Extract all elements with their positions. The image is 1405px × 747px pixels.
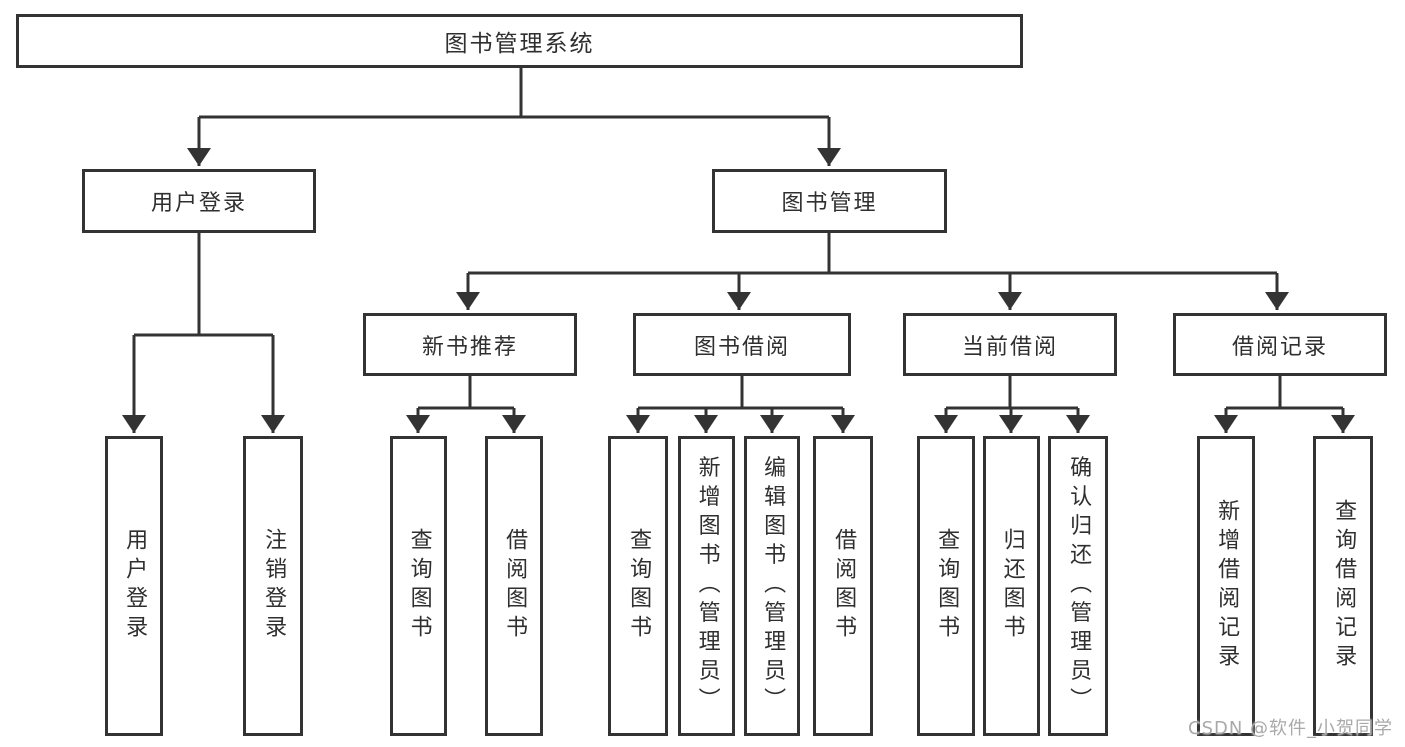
connector-book-management <box>456 233 1289 310</box>
connector-current-borrowing <box>934 376 1090 433</box>
connector-new-book-recommend <box>406 376 526 433</box>
leaf-confirm-return-admin: 确认归还（管理员） <box>1048 436 1108 736</box>
node-label: 图书管理系统 <box>444 31 595 57</box>
leaf-label: 确认归还（管理员） <box>1066 455 1092 717</box>
connector-borrowing-records <box>1214 376 1355 433</box>
node-label: 当前借阅 <box>961 334 1058 360</box>
node-current-borrowing: 当前借阅 <box>903 313 1117 376</box>
leaf-label: 借阅图书 <box>502 528 528 644</box>
leaf-label: 新增借阅记录 <box>1214 499 1240 673</box>
node-label: 图书借阅 <box>693 334 790 360</box>
leaf-add-books-admin: 新增图书（管理员） <box>678 436 735 736</box>
node-label: 图书管理 <box>781 191 878 216</box>
leaf-add-borrow-record: 新增借阅记录 <box>1197 436 1255 736</box>
node-borrowing-records: 借阅记录 <box>1173 313 1387 376</box>
connector-root <box>187 68 841 166</box>
node-label: 用户登录 <box>150 191 247 216</box>
leaf-label: 查询图书 <box>934 528 960 644</box>
leaf-query-borrow-record: 查询借阅记录 <box>1313 436 1373 736</box>
leaf-logout: 注销登录 <box>243 436 303 736</box>
leaf-borrow-books-under-recommend: 借阅图书 <box>485 436 543 736</box>
leaf-user-login: 用户登录 <box>105 436 163 736</box>
node-label: 新书推荐 <box>421 334 518 360</box>
leaf-label: 查询图书 <box>406 528 432 644</box>
node-new-book-recommend: 新书推荐 <box>363 313 577 376</box>
leaf-label: 新增图书（管理员） <box>694 455 720 717</box>
leaf-query-books-under-current: 查询图书 <box>917 436 975 736</box>
leaf-label: 归还图书 <box>999 528 1025 644</box>
node-root-library-management-system: 图书管理系统 <box>16 14 1023 68</box>
node-book-borrowing: 图书借阅 <box>633 313 851 376</box>
node-label: 借阅记录 <box>1231 334 1328 360</box>
leaf-label: 借阅图书 <box>831 528 857 644</box>
leaf-label: 注销登录 <box>261 528 287 644</box>
leaf-query-books-under-recommend: 查询图书 <box>390 436 447 736</box>
leaf-query-books-under-borrowing: 查询图书 <box>608 436 668 736</box>
leaf-borrow-books-under-borrowing: 借阅图书 <box>813 436 873 736</box>
node-book-management: 图书管理 <box>712 169 947 233</box>
leaf-return-books: 归还图书 <box>983 436 1040 736</box>
leaf-label: 查询借阅记录 <box>1331 499 1357 673</box>
leaf-label: 查询图书 <box>626 528 652 644</box>
connector-book-borrowing <box>626 376 855 433</box>
node-user-login: 用户登录 <box>82 169 316 233</box>
leaf-edit-books-admin: 编辑图书（管理员） <box>744 436 800 736</box>
leaf-label: 用户登录 <box>122 528 148 644</box>
connector-user-login <box>122 233 285 433</box>
leaf-label: 编辑图书（管理员） <box>760 455 786 717</box>
csdn-watermark: CSDN @软件_小贺同学 <box>1188 718 1394 739</box>
